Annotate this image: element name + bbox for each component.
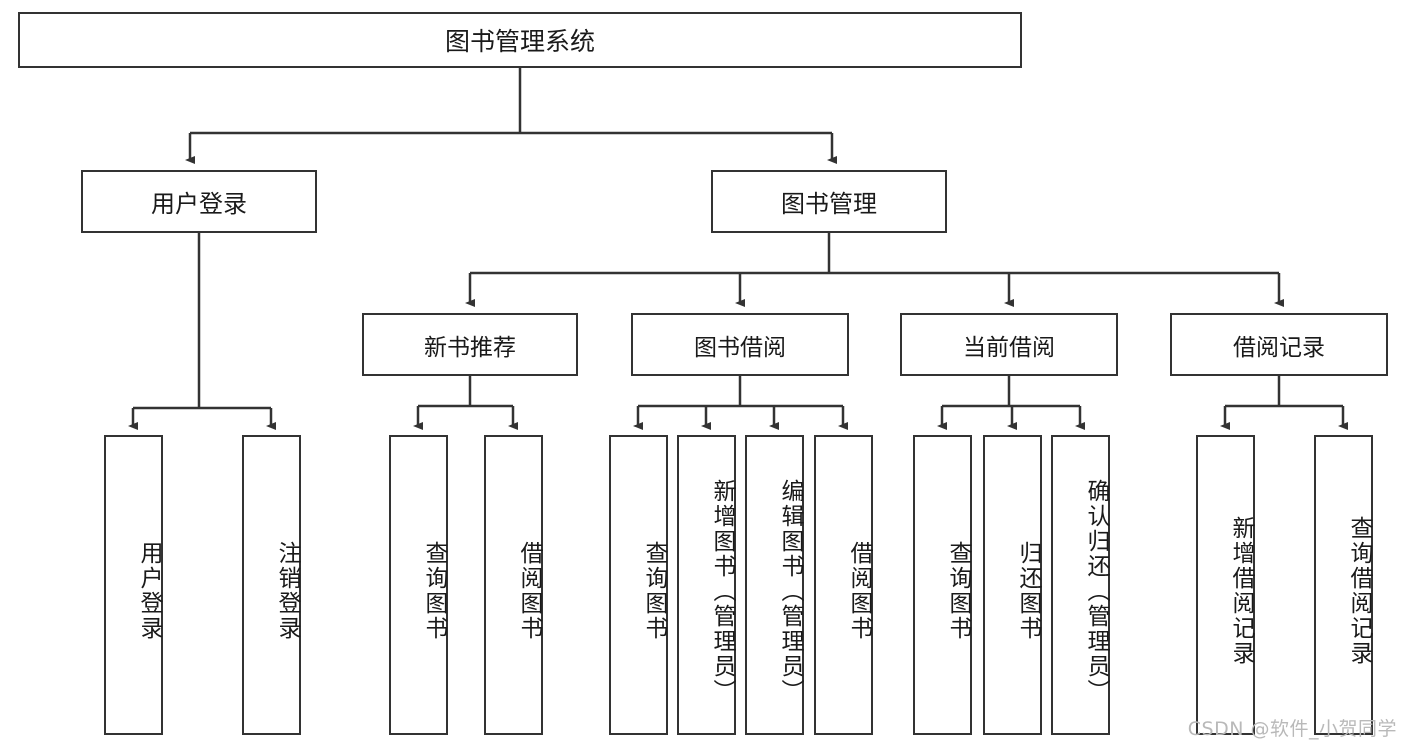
leaf-user-login-logout[interactable]: 注销登录 — [242, 435, 301, 735]
node-new-book-recommend[interactable]: 新书推荐 — [362, 313, 578, 376]
node-label: 查询图书 — [945, 541, 971, 641]
node-label: 用户登录 — [136, 541, 162, 641]
leaf-book-borrow-borrow-book[interactable]: 借阅图书 — [814, 435, 873, 735]
leaf-book-borrow-add-book-admin[interactable]: 新增图书（管理员） — [677, 435, 736, 735]
leaf-user-login-login[interactable]: 用户登录 — [104, 435, 163, 735]
node-label: 注销登录 — [274, 541, 300, 641]
node-label: 查询借阅记录 — [1346, 516, 1372, 666]
node-book-management[interactable]: 图书管理 — [711, 170, 947, 233]
leaf-borrow-record-query-record[interactable]: 查询借阅记录 — [1314, 435, 1373, 735]
node-book-borrow[interactable]: 图书借阅 — [631, 313, 849, 376]
csdn-watermark: CSDN @软件_小贺同学 — [1187, 718, 1397, 740]
node-label: 用户登录 — [151, 190, 247, 218]
node-user-login[interactable]: 用户登录 — [81, 170, 317, 233]
node-label: 图书管理 — [781, 190, 877, 218]
node-root-book-management-system[interactable]: 图书管理系统 — [18, 12, 1022, 68]
leaf-new-book-borrow-book[interactable]: 借阅图书 — [484, 435, 543, 735]
node-label: 新书推荐 — [424, 334, 516, 361]
node-label: 编辑图书（管理员） — [777, 478, 803, 704]
node-borrow-record[interactable]: 借阅记录 — [1170, 313, 1388, 376]
leaf-borrow-record-add-record[interactable]: 新增借阅记录 — [1196, 435, 1255, 735]
node-label: 归还图书 — [1015, 541, 1041, 641]
node-label: 确认归还（管理员） — [1083, 478, 1109, 704]
leaf-new-book-query-book[interactable]: 查询图书 — [389, 435, 448, 735]
leaf-book-borrow-edit-book-admin[interactable]: 编辑图书（管理员） — [745, 435, 804, 735]
node-label: 新增图书（管理员） — [709, 478, 735, 704]
node-current-borrow[interactable]: 当前借阅 — [900, 313, 1118, 376]
node-label: 图书管理系统 — [444, 27, 595, 56]
leaf-book-borrow-query-book[interactable]: 查询图书 — [609, 435, 668, 735]
leaf-current-borrow-query-book[interactable]: 查询图书 — [913, 435, 972, 735]
node-label: 新增借阅记录 — [1228, 516, 1254, 666]
node-label: 图书借阅 — [694, 334, 786, 361]
leaf-current-borrow-return-book[interactable]: 归还图书 — [983, 435, 1042, 735]
node-label: 借阅图书 — [846, 541, 872, 641]
node-label: 查询图书 — [641, 541, 667, 641]
node-label: 借阅图书 — [516, 541, 542, 641]
node-label: 借阅记录 — [1233, 334, 1325, 361]
node-label: 当前借阅 — [963, 334, 1055, 361]
leaf-current-borrow-confirm-return-admin[interactable]: 确认归还（管理员） — [1051, 435, 1110, 735]
node-label: 查询图书 — [421, 541, 447, 641]
